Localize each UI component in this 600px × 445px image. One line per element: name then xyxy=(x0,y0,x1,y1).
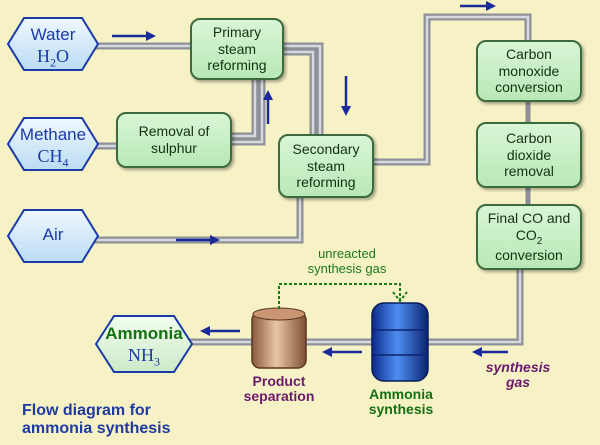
product-separation-vessel xyxy=(251,307,307,369)
sulphur-removal-box: Removal of sulphur xyxy=(116,112,232,168)
arrow-syngas-left-icon xyxy=(472,347,508,357)
methane-hexagon xyxy=(6,117,100,171)
recycle-line xyxy=(278,283,408,309)
arrow-top-right-icon xyxy=(460,1,496,11)
arrow-air-icon xyxy=(176,235,220,245)
flow-arrows xyxy=(112,1,508,357)
air-label: Air xyxy=(42,225,64,244)
ammonia-hexagon xyxy=(94,315,194,373)
water-label: Water H2O xyxy=(30,25,76,70)
co-conversion-box: Carbon monoxide conversion xyxy=(476,40,582,102)
arrow-product-left-icon xyxy=(200,326,240,336)
air-hexagon xyxy=(6,209,100,263)
primary-steam-reforming-box: Primary steam reforming xyxy=(190,18,284,80)
arrow-reactor-left-icon xyxy=(322,347,362,357)
arrow-up-icon xyxy=(263,90,273,124)
ammonia-output-label: Ammonia NH3 xyxy=(105,324,183,369)
co2-removal-box: Carbon dioxide removal xyxy=(476,122,582,188)
secondary-steam-reforming-box: Secondary steam reforming xyxy=(278,134,374,198)
arrow-down-icon xyxy=(341,76,351,116)
methane-label: Methane CH4 xyxy=(19,125,87,170)
final-co-conversion-box: Final CO and CO2 conversion xyxy=(476,204,582,270)
ammonia-synthesis-reactor xyxy=(371,302,429,382)
arrow-water-right-icon xyxy=(112,31,156,41)
water-hexagon xyxy=(6,17,100,71)
pipes xyxy=(92,13,532,346)
